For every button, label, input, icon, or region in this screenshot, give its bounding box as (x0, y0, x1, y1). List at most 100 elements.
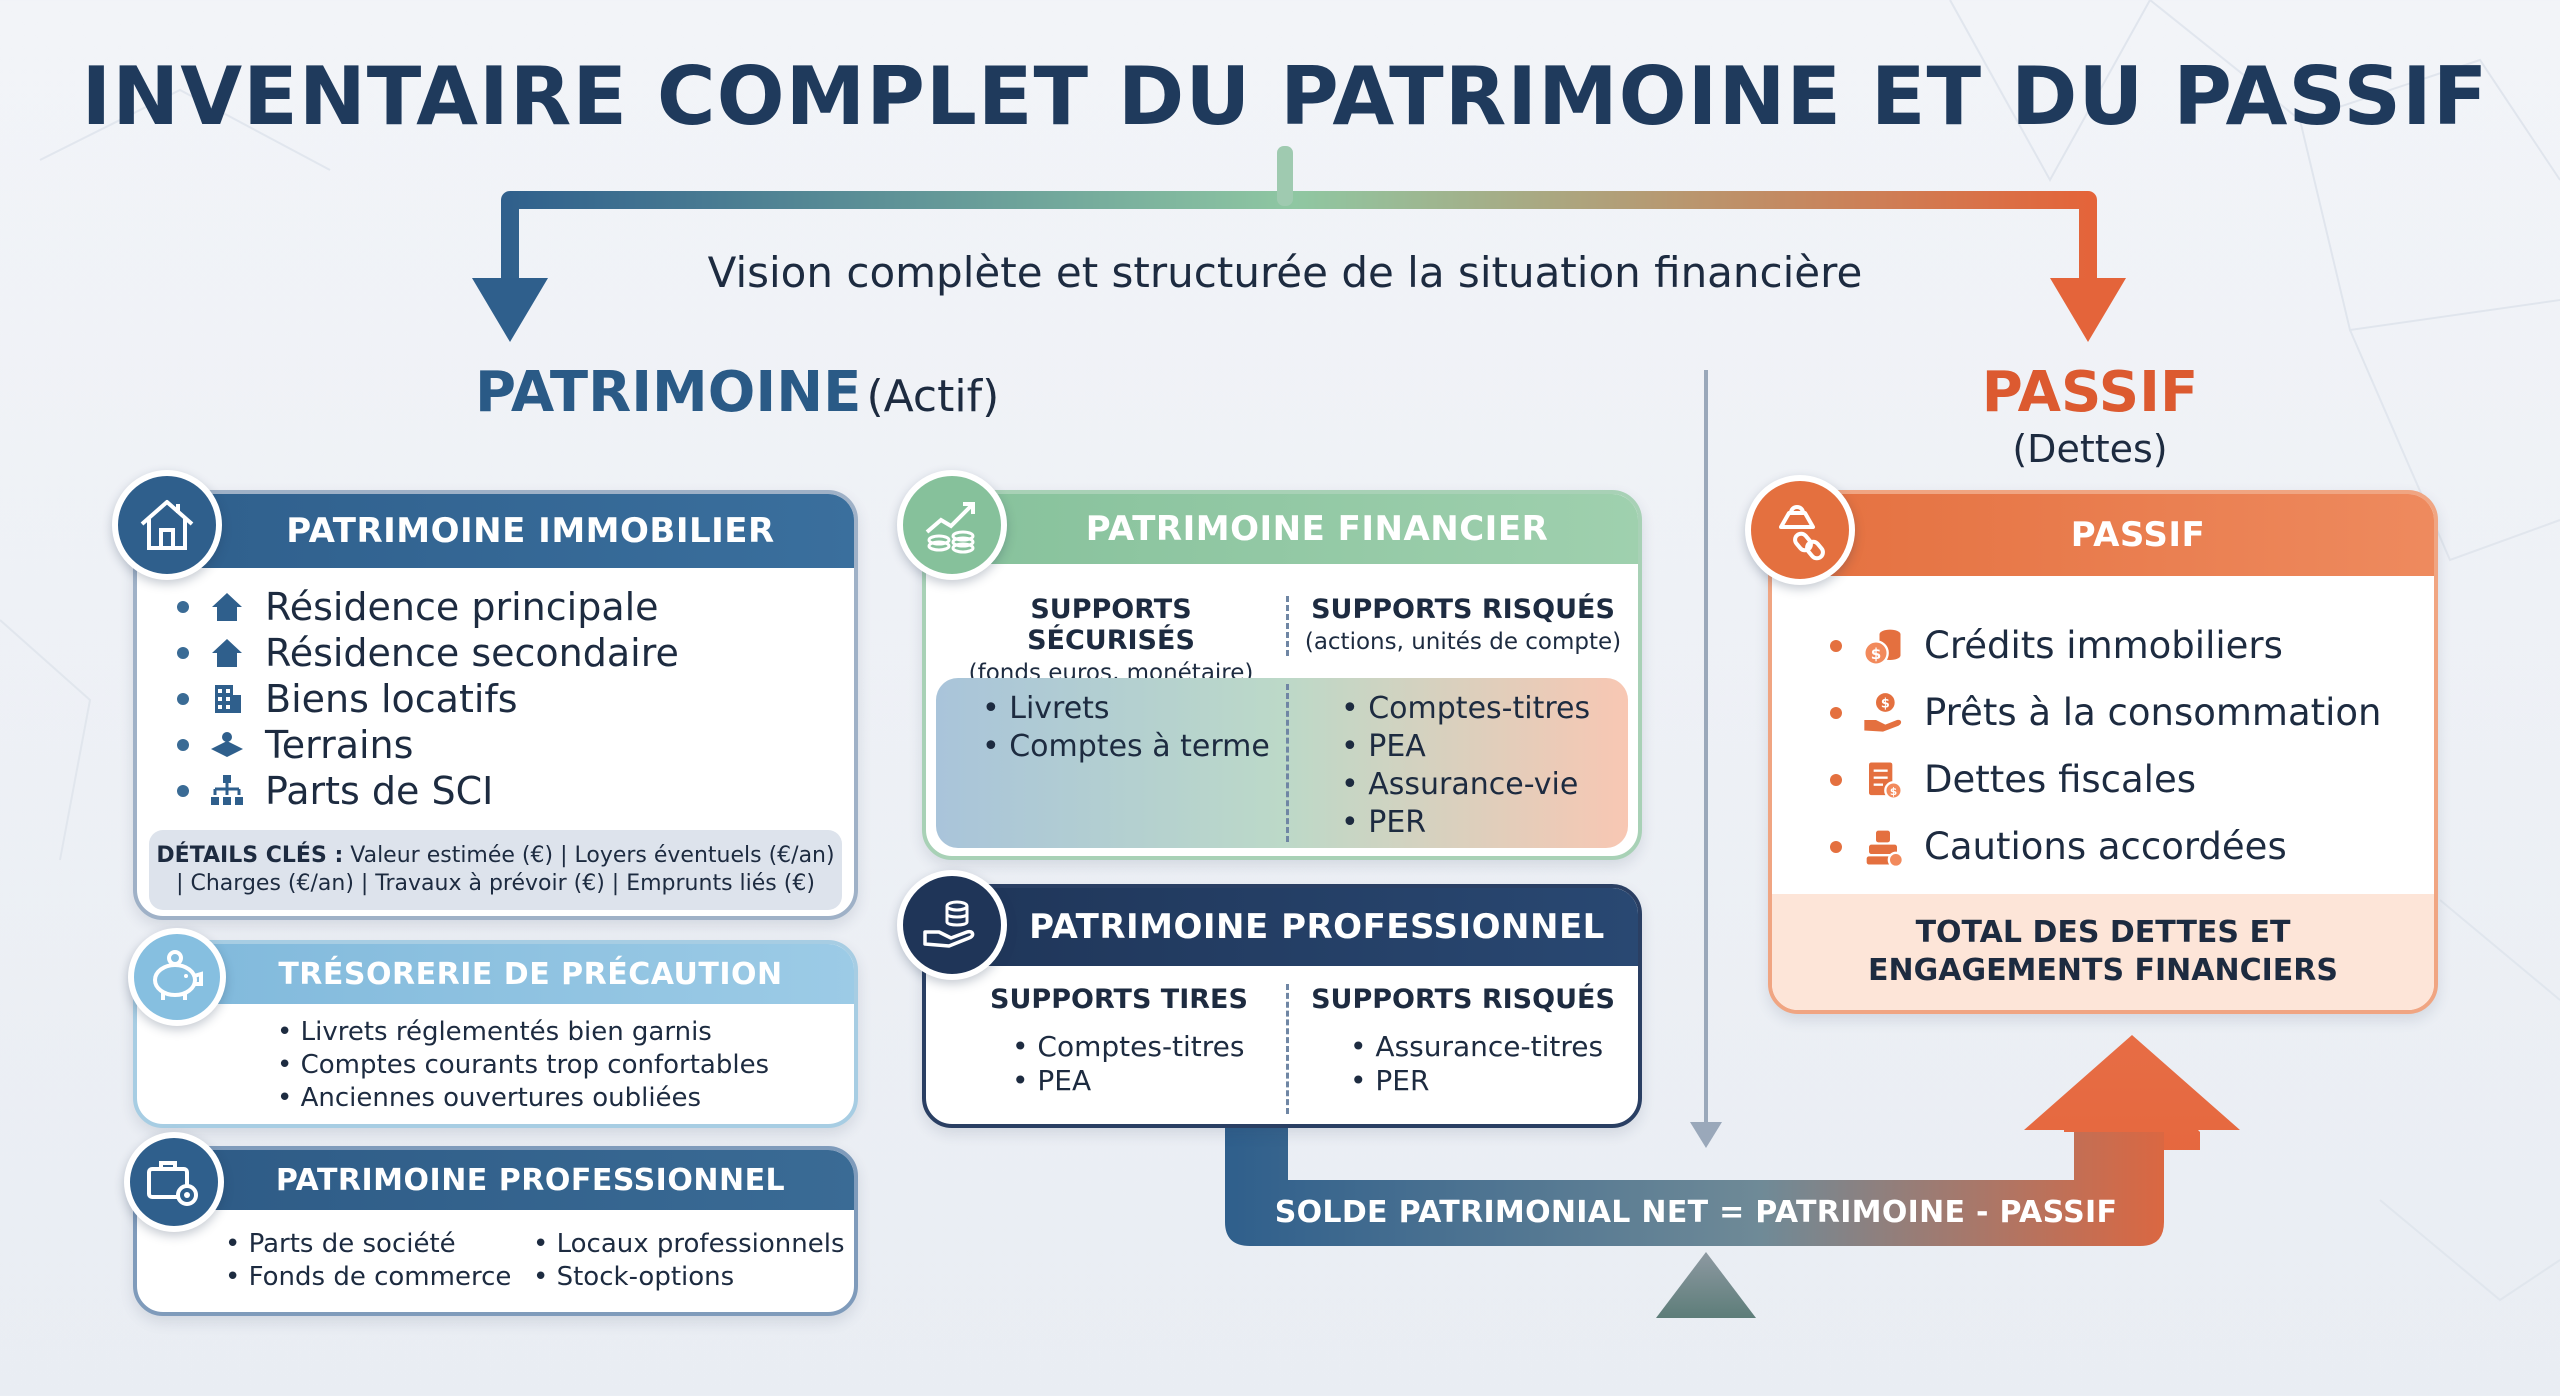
list-item: PEA (1341, 728, 1590, 766)
pro-mid-right-head: SUPPORTS RISQUÉS (1298, 984, 1628, 1015)
risky-supports-head: SUPPORTS RISQUÉS (actions, unités de com… (1298, 594, 1628, 655)
list-item: Anciennes ouvertures oubliées (277, 1082, 769, 1115)
passif-heading-main: PASSIF (1981, 360, 2199, 425)
list-item: Stock-options (533, 1261, 845, 1294)
list-item: PER (1350, 1064, 1603, 1098)
tresorerie-list: Livrets réglementés bien garnis Comptes … (277, 1016, 770, 1115)
details-line2: | Charges (€/an) | Travaux à prévoir (€)… (176, 871, 815, 896)
passif-card-header: PASSIF (1772, 494, 2434, 576)
arrow-up-passif (2024, 1035, 2240, 1150)
financier-card-header: PATRIMOINE FINANCIER (926, 494, 1638, 564)
solde-shape (1225, 1118, 2164, 1246)
list-item: PER (1341, 804, 1590, 842)
list-item: Assurance-titres (1350, 1030, 1603, 1064)
passif-list: $ Crédits immobiliers $ Prêts à la conso… (1830, 612, 2382, 880)
pro-left-card-title: PATRIMOINE PROFESSIONNEL (275, 1162, 786, 1198)
coins-dollar-icon: $ (1863, 629, 1901, 666)
details-label: DÉTAILS CLÉS : (156, 843, 344, 868)
list-item: Terrains (177, 722, 679, 768)
tresorerie-card: TRÉSORERIE DE PRÉCAUTION Livrets régleme… (133, 940, 858, 1128)
list-item: Parts de société (225, 1228, 511, 1261)
solde-formula: SOLDE PATRIMONIAL NET = PATRIMOINE - PAS… (1274, 1195, 2118, 1230)
patrimoine-heading: PATRIMOINE (Actif) (475, 360, 999, 425)
immobilier-list: Résidence principale Résidence secondair… (177, 584, 679, 814)
pro-mid-card-header: PATRIMOINE PROFESSIONNEL (926, 888, 1638, 966)
immobilier-card-title: PATRIMOINE IMMOBILIER (286, 511, 775, 551)
hand-dollar-icon: $ (1864, 692, 1902, 732)
pro-mid-right-list: Assurance-titres PER (1350, 1030, 1603, 1098)
house-icon (112, 470, 222, 580)
guarantee-stack-icon (1866, 830, 1904, 868)
pro-left-col1: Parts de société Fonds de commerce (225, 1228, 512, 1294)
list-item: Résidence principale (177, 584, 679, 630)
list-item: Parts de SCI (177, 768, 679, 814)
list-item: Locaux professionnels (533, 1228, 845, 1261)
home-icon (212, 593, 242, 621)
passif-heading-sub: (Dettes) (2012, 427, 2168, 471)
arrow-down-right (2050, 278, 2126, 342)
list-item: Biens locatifs (177, 676, 679, 722)
tresorerie-card-title: TRÉSORERIE DE PRÉCAUTION (278, 956, 783, 992)
top-bracket-line (501, 191, 2097, 285)
page-title: INVENTAIRE COMPLET DU PATRIMOINE ET DU P… (81, 50, 2489, 143)
passif-heading: PASSIF (Dettes) (1880, 360, 2300, 471)
financier-card-title: PATRIMOINE FINANCIER (1085, 509, 1549, 549)
list-item: Comptes à terme (982, 728, 1270, 766)
secure-supports-title: SUPPORTS SÉCURISÉS (1027, 594, 1195, 656)
risky-supports-sub: (actions, unités de compte) (1304, 629, 1622, 655)
risky-supports-title: SUPPORTS RISQUÉS (1311, 594, 1615, 625)
hand-coins-icon (897, 870, 1007, 980)
land-icon (211, 732, 243, 757)
top-stem (1277, 146, 1293, 206)
org-chart-icon (211, 775, 243, 805)
svg-text:$: $ (1890, 786, 1897, 798)
details-line1: Valeur estimée (€) | Loyers éventuels (€… (343, 843, 835, 868)
passif-total-line1: TOTAL DES DETTES ET (1915, 915, 2291, 950)
tresorerie-card-header: TRÉSORERIE DE PRÉCAUTION (137, 944, 854, 1004)
pro-left-col2: Locaux professionnels Stock-options (533, 1228, 845, 1294)
risky-supports-list: Comptes-titres PEA Assurance-vie PER (1341, 690, 1590, 842)
list-item: PEA (1012, 1064, 1245, 1098)
bag-link-icon (1745, 475, 1855, 585)
tax-document-icon: $ (1869, 762, 1903, 800)
patrimoine-heading-sub: (Actif) (866, 371, 1000, 422)
list-item: Cautions accordées (1830, 813, 2382, 880)
list-item: Fonds de commerce (225, 1261, 512, 1294)
passif-total-line2: ENGAGEMENTS FINANCIERS (1868, 953, 2338, 988)
financier-card: PATRIMOINE FINANCIER SUPPORTS SÉCURISÉS … (922, 490, 1642, 860)
list-item: Comptes courants trop confortables (277, 1049, 770, 1082)
list-item: Assurance-vie (1341, 766, 1590, 804)
financier-divider (1286, 596, 1289, 656)
pro-mid-right-title: SUPPORTS RISQUÉS (1311, 984, 1615, 1015)
piggy-bank-icon (128, 928, 226, 1026)
pro-mid-left-head: SUPPORTS TIRES (954, 984, 1284, 1015)
page-subtitle: Vision complète et structurée de la situ… (707, 248, 1863, 297)
list-item: $ Dettes fiscales (1830, 746, 2382, 813)
immobilier-card: PATRIMOINE IMMOBILIER Résidence principa… (133, 490, 858, 920)
pro-mid-left-title: SUPPORTS TIRES (990, 984, 1248, 1015)
briefcase-gear-icon (124, 1132, 224, 1232)
pro-left-card: PATRIMOINE PROFESSIONNEL Parts de sociét… (133, 1146, 858, 1316)
secure-supports-head: SUPPORTS SÉCURISÉS (fonds euros, monétai… (946, 594, 1276, 686)
svg-text:$: $ (1871, 644, 1882, 662)
financier-divider-lower (1286, 684, 1289, 842)
list-item: Résidence secondaire (177, 630, 679, 676)
chart-coins-icon (897, 470, 1007, 580)
building-icon (215, 685, 241, 713)
list-item: $ Prêts à la consommation (1830, 679, 2382, 746)
list-item: Comptes-titres (1012, 1030, 1244, 1064)
patrimoine-heading-main: PATRIMOINE (475, 360, 862, 425)
list-item: Livrets réglementés bien garnis (277, 1016, 769, 1049)
list-item: Livrets (982, 690, 1270, 728)
pro-mid-card: PATRIMOINE PROFESSIONNEL SUPPORTS TIRES … (922, 884, 1642, 1128)
passif-total: TOTAL DES DETTES ET ENGAGEMENTS FINANCIE… (1772, 894, 2434, 1010)
pro-left-card-header: PATRIMOINE PROFESSIONNEL (137, 1150, 854, 1210)
pro-mid-card-title: PATRIMOINE PROFESSIONNEL (1029, 907, 1605, 947)
svg-text:$: $ (1881, 696, 1890, 711)
pro-mid-left-list: Comptes-titres PEA (1012, 1030, 1245, 1098)
secure-supports-list: Livrets Comptes à terme (982, 690, 1270, 766)
divider-arrow (1690, 1122, 1722, 1148)
balance-fulcrum (1656, 1252, 1756, 1318)
